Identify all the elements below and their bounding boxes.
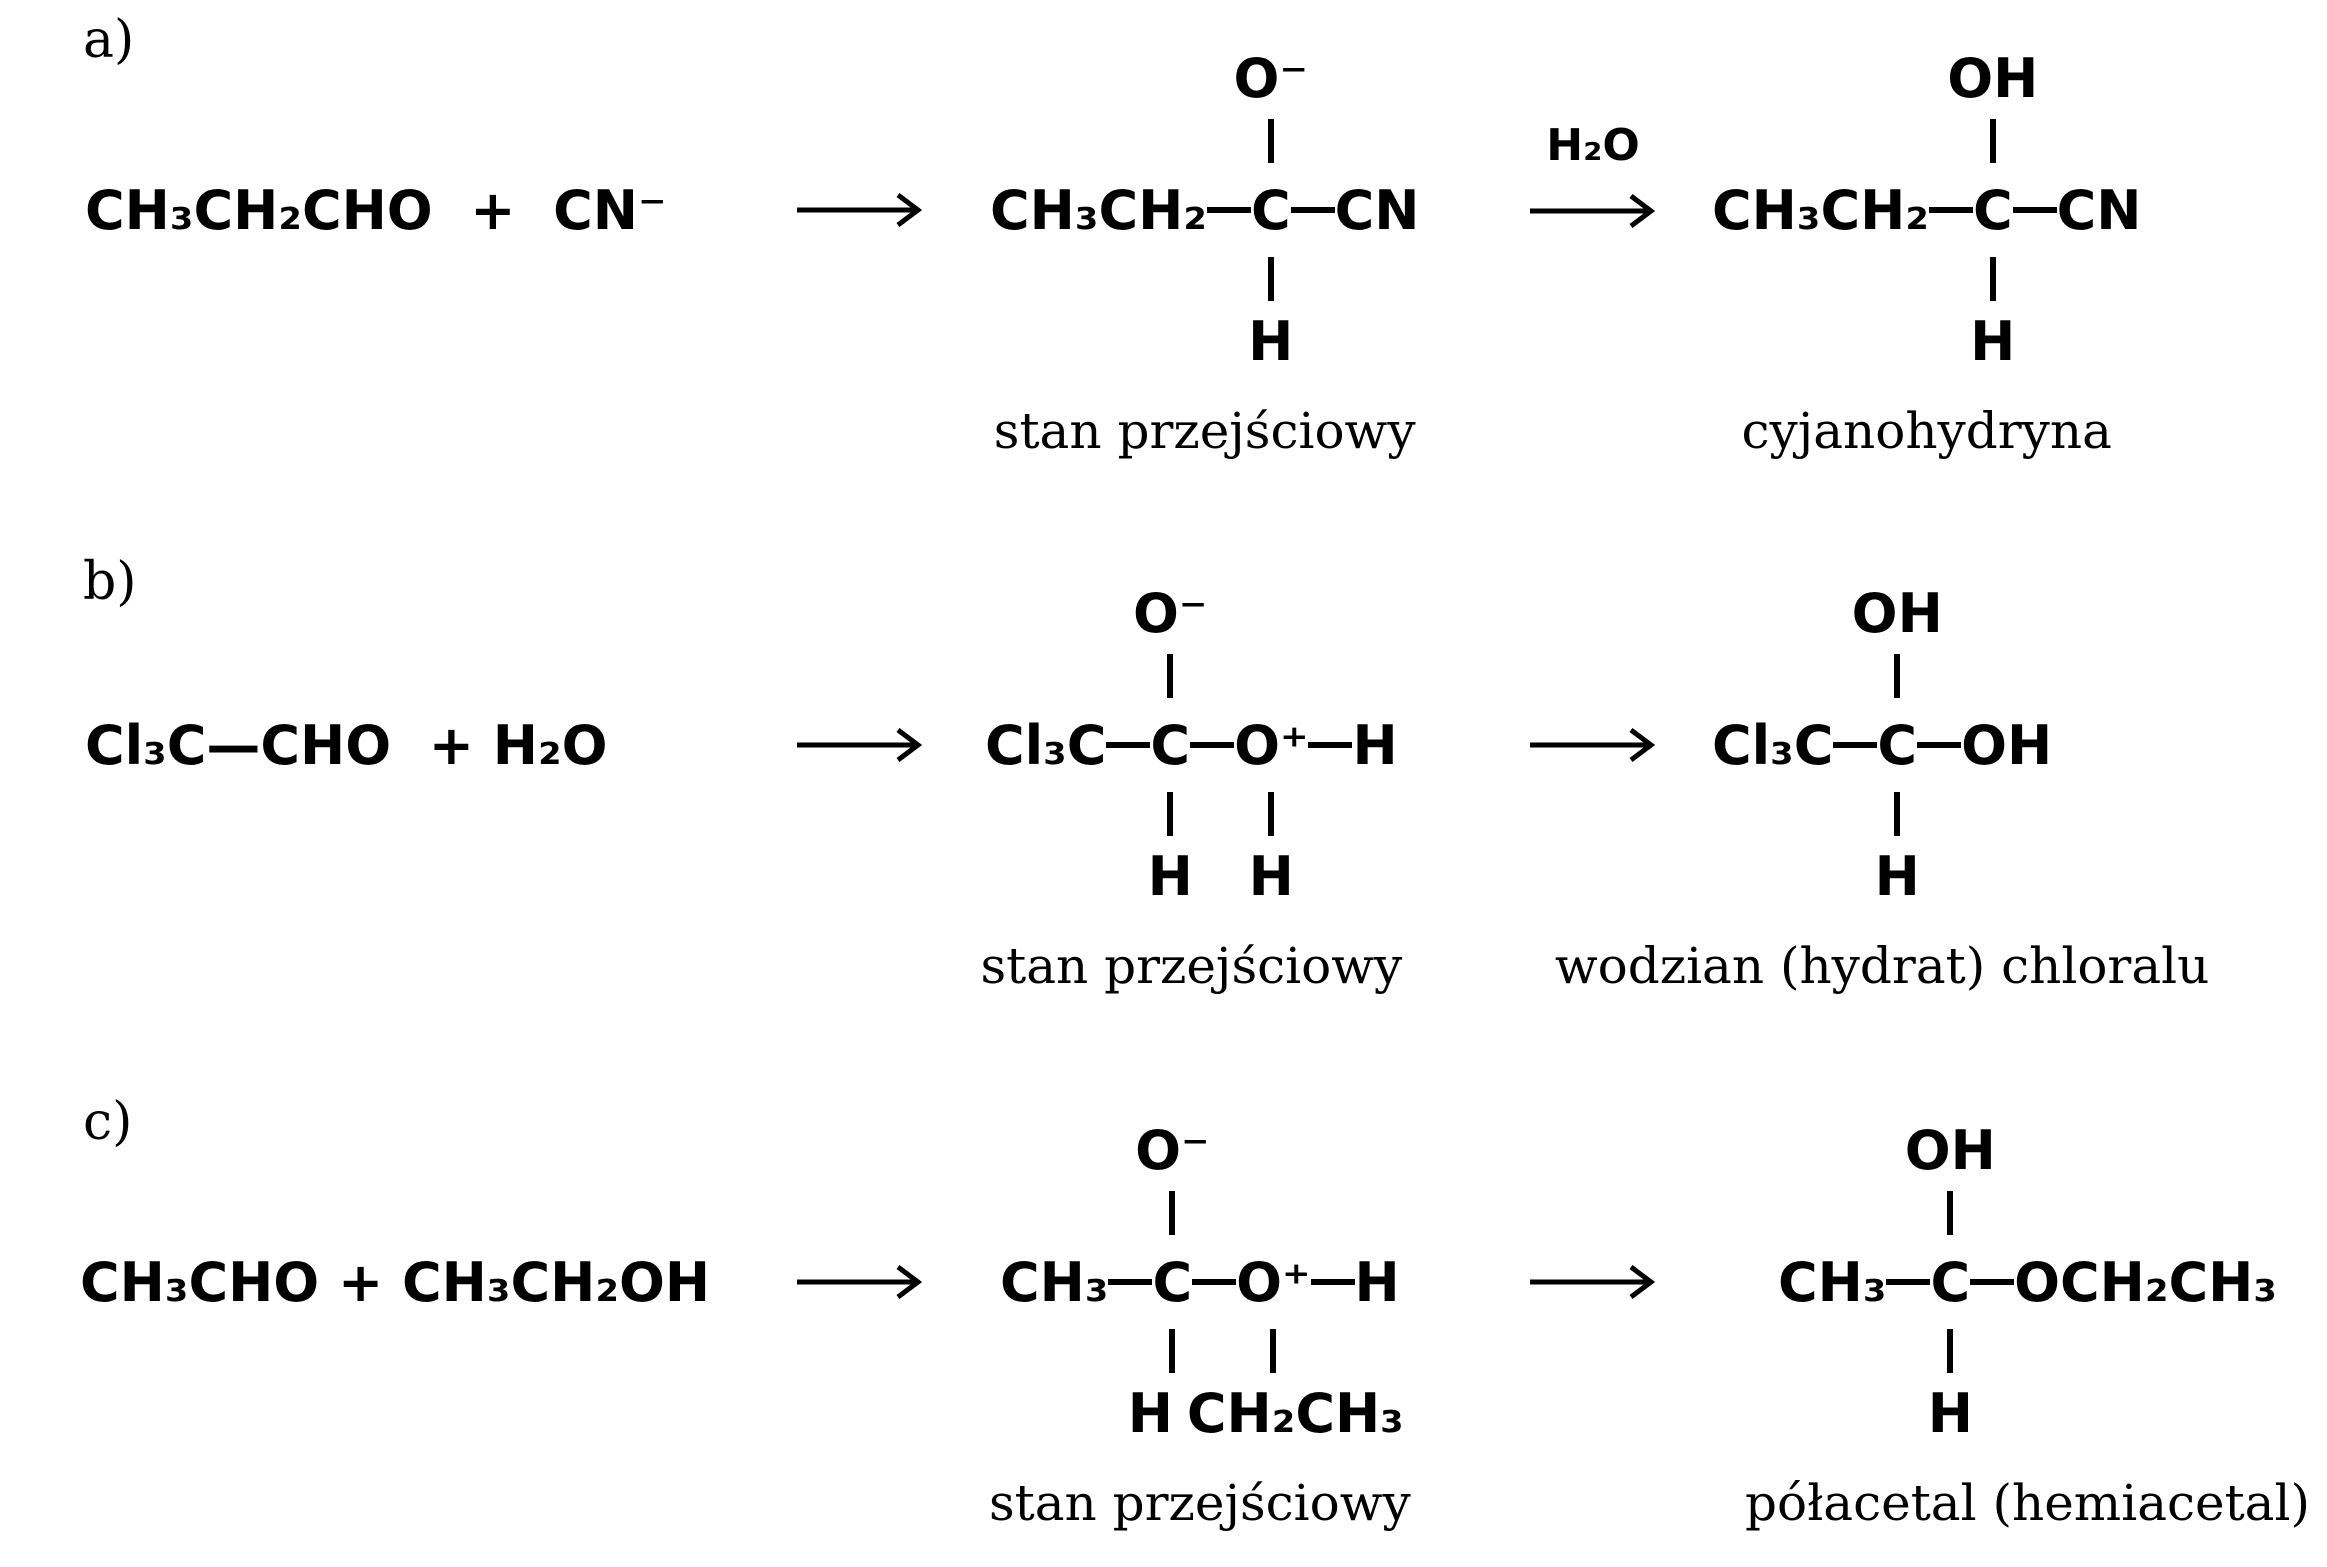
- structure-caption: stan przejściowy: [988, 1474, 1411, 1532]
- arrow-reagent-label: H₂O: [1546, 120, 1640, 171]
- section-label-c: c): [83, 1092, 133, 1152]
- chain-atom-right: OCH₂CH₃: [2014, 1250, 2277, 1314]
- chain-atom-left: Cl₃C: [985, 713, 1107, 777]
- vertical-bond: [1267, 257, 1274, 301]
- atom-label: O⁻: [1133, 582, 1208, 645]
- transition-state-structure: O⁻ Cl₃C C O⁺ H H H stan przejściowy: [980, 571, 1402, 995]
- chain-atom-left: CH₃CH₂: [990, 178, 1207, 242]
- vertical-bond: [1167, 654, 1174, 698]
- reaction-arrow: [797, 193, 923, 227]
- chain-atom-center: C: [1250, 178, 1291, 242]
- chain-atom-right: CN: [1334, 178, 1420, 242]
- reaction-arrow: [1530, 1265, 1656, 1299]
- horizontal-bond: [1308, 742, 1353, 748]
- horizontal-bond: [1108, 1279, 1153, 1285]
- reaction-arrow: [1530, 194, 1656, 228]
- horizontal-bond: [1106, 742, 1151, 748]
- vertical-bond: [1947, 1329, 1954, 1373]
- chain-atom-center: C: [1930, 1250, 1971, 1314]
- structure-caption: stan przejściowy: [980, 937, 1403, 995]
- section-label-b: b): [83, 552, 137, 612]
- atom-label: H: [1874, 845, 1920, 908]
- reaction-row-b: Cl₃C—CHO + H₂O O⁻ Cl₃C C O⁺ H: [0, 571, 2327, 1041]
- vertical-bond: [1167, 792, 1174, 836]
- vertical-bond: [1989, 257, 1996, 301]
- atom-label: H: [1248, 845, 1294, 908]
- reaction-arrow: [797, 728, 923, 762]
- reaction-arrow: [797, 1265, 923, 1299]
- vertical-bond: [1169, 1329, 1176, 1373]
- horizontal-bond: [1310, 1279, 1355, 1285]
- horizontal-bond: [1886, 1279, 1931, 1285]
- vertical-bond: [1989, 119, 1996, 163]
- atom-label: OH: [1851, 582, 1943, 645]
- vertical-bond: [1270, 1329, 1277, 1373]
- chain-atom-left: CH₃CH₂: [1712, 178, 1929, 242]
- chain-atom-center: C: [1150, 713, 1191, 777]
- chain-atom-left: CH₃: [1000, 1250, 1109, 1314]
- horizontal-bond: [1833, 742, 1878, 748]
- chain-atom-right: CN: [2056, 178, 2142, 242]
- atom-label: H: [1248, 310, 1294, 373]
- vertical-bond: [1268, 792, 1275, 836]
- section-label-a: a): [83, 10, 135, 70]
- product-structure: OH CH₃CH₂ C CN H cyjanohydryna: [1712, 36, 2141, 460]
- structure-caption: stan przejściowy: [993, 402, 1416, 460]
- atom-label: H: [1147, 845, 1193, 908]
- atom-label: O⁻: [1233, 47, 1308, 110]
- atom-label: H: [1127, 1382, 1173, 1445]
- reactants-formula: CH₃CH₂CHO + CN⁻: [85, 178, 667, 242]
- structure-grid: OH CH₃CH₂ C CN H: [1712, 36, 2141, 384]
- chain-atom-right: H: [1352, 713, 1398, 777]
- product-structure: OH CH₃ C OCH₂CH₃ H półacetal (hemiacetal…: [1745, 1108, 2310, 1532]
- structure-grid: O⁻ Cl₃C C O⁺ H H H: [985, 571, 1398, 919]
- structure-caption: półacetal (hemiacetal): [1744, 1474, 2310, 1532]
- product-structure: OH Cl₃C C OH H wodzian (hydrat) chloralu: [1555, 571, 2210, 995]
- horizontal-bond: [1206, 207, 1251, 213]
- reaction-row-c: CH₃CHO + CH₃CH₂OH O⁻ CH₃ C O⁺ H: [0, 1108, 2327, 1567]
- reaction-row-a: CH₃CH₂CHO + CN⁻ O⁻ CH₃CH₂ C CN H: [0, 36, 2327, 506]
- vertical-bond: [1169, 1191, 1176, 1235]
- vertical-bond: [1267, 119, 1274, 163]
- atom-label: H: [1927, 1382, 1973, 1445]
- chain-atom-left: CH₃: [1778, 1250, 1887, 1314]
- horizontal-bond: [1928, 207, 1973, 213]
- structure-grid: OH CH₃ C OCH₂CH₃ H: [1778, 1108, 2277, 1456]
- reactants-formula: CH₃CHO + CH₃CH₂OH: [80, 1250, 711, 1314]
- transition-state-structure: O⁻ CH₃CH₂ C CN H stan przejściowy: [990, 36, 1419, 460]
- atom-label: O⁻: [1135, 1119, 1210, 1182]
- chain-atom-center: C: [1877, 713, 1918, 777]
- atom-label: OH: [1904, 1119, 1996, 1182]
- horizontal-bond: [1917, 742, 1962, 748]
- structure-caption: wodzian (hydrat) chloralu: [1554, 937, 2210, 995]
- chain-atom-right: OH: [1961, 713, 2053, 777]
- vertical-bond: [1947, 1191, 1954, 1235]
- chain-atom-right: H: [1354, 1250, 1400, 1314]
- vertical-bond: [1894, 792, 1901, 836]
- horizontal-bond: [2012, 207, 2057, 213]
- chain-atom-center: C: [1152, 1250, 1193, 1314]
- chain-atom-center: C: [1972, 178, 2013, 242]
- chain-atom-oxygen: O⁺: [1236, 1250, 1311, 1314]
- chain-atom-left: Cl₃C: [1712, 713, 1834, 777]
- atom-label: OH: [1947, 47, 2039, 110]
- horizontal-bond: [1970, 1279, 2015, 1285]
- structure-caption: cyjanohydryna: [1741, 402, 2112, 460]
- structure-grid: O⁻ CH₃CH₂ C CN H: [990, 36, 1419, 384]
- horizontal-bond: [1190, 742, 1235, 748]
- chain-atom-oxygen: O⁺: [1234, 713, 1309, 777]
- vertical-bond: [1894, 654, 1901, 698]
- horizontal-bond: [1192, 1279, 1237, 1285]
- structure-grid: OH Cl₃C C OH H: [1712, 571, 2052, 919]
- transition-state-structure: O⁻ CH₃ C O⁺ H H CH₂CH₃ stan przejści: [989, 1108, 1411, 1532]
- reaction-arrow: [1530, 728, 1656, 762]
- arrow-with-reagent: H₂O: [1528, 120, 1658, 231]
- reactants-formula: Cl₃C—CHO + H₂O: [85, 713, 608, 777]
- structure-grid: O⁻ CH₃ C O⁺ H H CH₂CH₃: [1000, 1108, 1404, 1456]
- horizontal-bond: [1290, 207, 1335, 213]
- atom-label: H: [1970, 310, 2016, 373]
- atom-label: CH₂CH₃: [1186, 1382, 1404, 1445]
